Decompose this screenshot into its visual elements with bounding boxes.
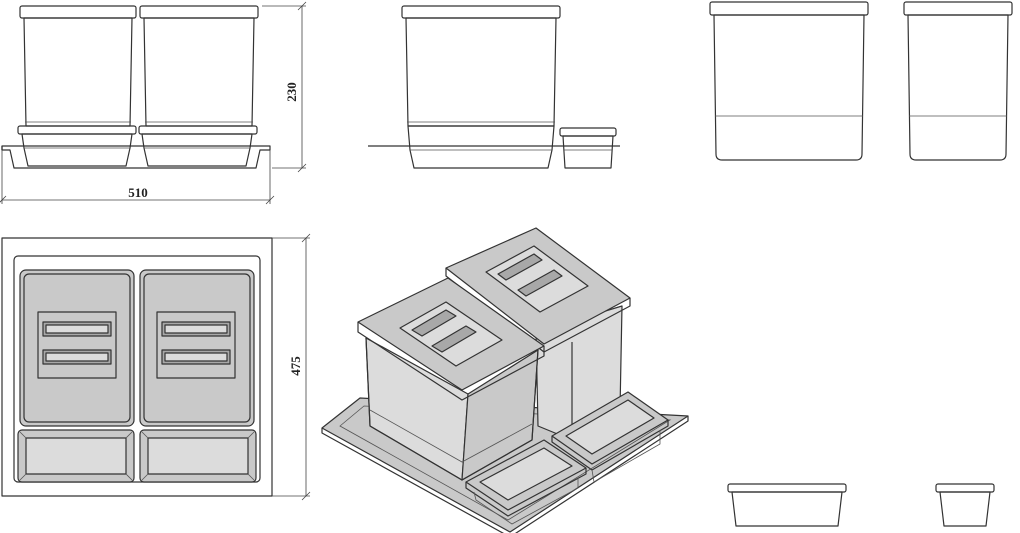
tray-detail-wide	[727, 483, 847, 527]
dimension-height: 230	[262, 1, 307, 173]
iso-bin-front	[357, 277, 545, 481]
dimension-depth-label: 475	[288, 356, 303, 376]
side-view	[368, 5, 620, 169]
bin-front-detail	[709, 1, 869, 161]
dimension-depth: 475	[272, 233, 311, 501]
plan-view-lid-right	[139, 269, 255, 427]
front-view-bin-left	[17, 5, 137, 135]
dimension-height-label: 230	[284, 82, 299, 102]
isometric-view	[321, 227, 689, 533]
bin-side-detail	[903, 1, 1013, 161]
dimension-width-label: 510	[128, 185, 148, 200]
plan-view-lid-left	[19, 269, 135, 427]
iso-bin-back	[445, 227, 631, 441]
dimension-width: 510	[0, 150, 275, 205]
plan-view-tray-left	[17, 429, 135, 483]
front-view-bin-right	[138, 5, 259, 135]
plan-view: 475	[1, 233, 311, 501]
front-view-tray-right	[141, 133, 253, 167]
iso-tray-front	[465, 439, 587, 525]
iso-tray-back	[551, 391, 669, 483]
front-view-tray-left	[21, 133, 133, 167]
plan-view-tray-right	[139, 429, 257, 483]
front-view: 230 510	[0, 1, 307, 205]
tray-detail-narrow	[935, 483, 995, 527]
